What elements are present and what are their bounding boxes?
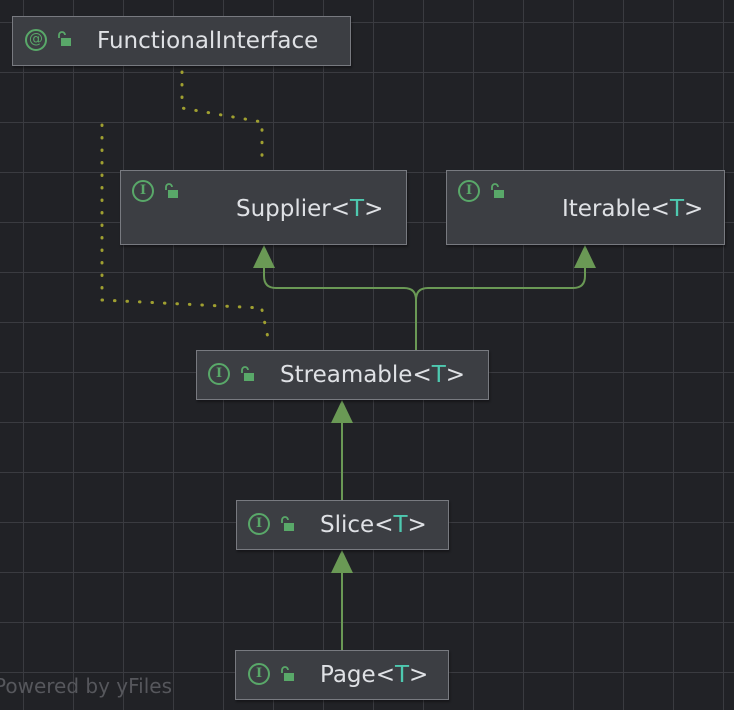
- annotation-type-icon: @: [25, 29, 47, 51]
- unlocked-visibility-icon: [491, 183, 504, 198]
- node-streamable[interactable]: I Streamable<T>: [196, 350, 489, 400]
- node-supplier[interactable]: I Supplier<T>: [120, 170, 407, 245]
- unlocked-visibility-icon: [58, 31, 71, 46]
- arrowhead-slice: [331, 550, 353, 573]
- yfiles-watermark: Powered by yFiles: [0, 674, 172, 698]
- node-slice[interactable]: I Slice<T>: [236, 500, 449, 550]
- arrowhead-streamable: [331, 400, 353, 423]
- unlocked-visibility-icon: [165, 183, 178, 198]
- node-page[interactable]: I Page<T>: [235, 650, 449, 700]
- interface-icon: I: [132, 180, 154, 202]
- node-label: Iterable<T>: [562, 196, 704, 222]
- interface-icon: I: [458, 180, 480, 202]
- edge-annotation-functionalinterface: [100, 70, 270, 340]
- interface-icon: I: [248, 663, 270, 685]
- interface-icon: I: [208, 363, 230, 385]
- node-label: Page<T>: [320, 662, 429, 688]
- unlocked-visibility-icon: [281, 516, 294, 531]
- node-iterable[interactable]: I Iterable<T>: [446, 170, 725, 245]
- arrowhead-iterable: [574, 245, 596, 268]
- arrowhead-supplier: [253, 245, 275, 268]
- unlocked-visibility-icon: [281, 666, 294, 681]
- node-label: Slice<T>: [320, 512, 427, 538]
- node-label: FunctionalInterface: [97, 28, 319, 54]
- node-functional-interface[interactable]: @ FunctionalInterface: [12, 16, 351, 66]
- edge-streamable-to-iterable: [415, 262, 586, 301]
- interface-icon: I: [248, 513, 270, 535]
- node-label: Streamable<T>: [280, 362, 466, 388]
- node-label: Supplier<T>: [236, 196, 384, 222]
- edge-streamable-to-supplier: [263, 262, 417, 350]
- unlocked-visibility-icon: [241, 366, 254, 381]
